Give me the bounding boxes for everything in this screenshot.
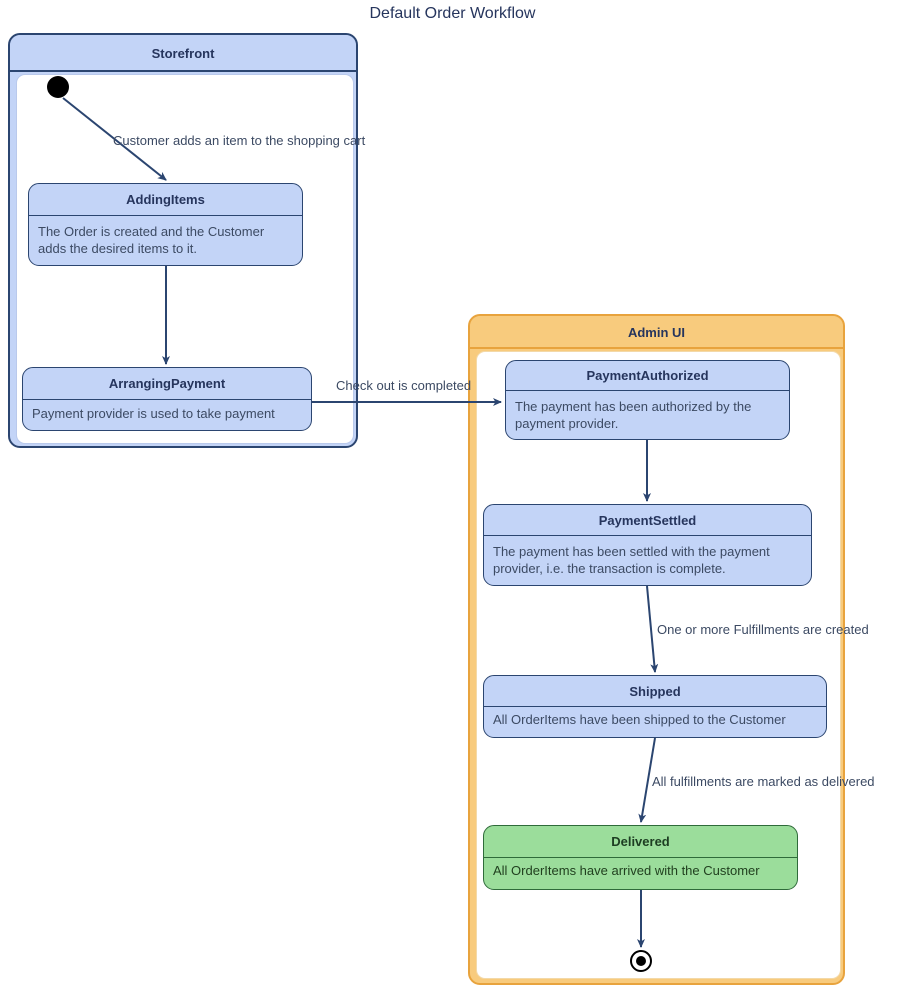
edge-label-start-to-adding-items: Customer adds an item to the shopping ca…: [113, 133, 366, 148]
composite-state-storefront-label: Storefront: [10, 35, 356, 72]
edge-label-payment-settled-to-shipped: One or more Fulfillments are created: [657, 622, 869, 637]
state-arranging-payment-name: ArrangingPayment: [23, 368, 311, 400]
state-shipped[interactable]: Shipped All OrderItems have been shipped…: [483, 675, 827, 738]
state-arranging-payment[interactable]: ArrangingPayment Payment provider is use…: [22, 367, 312, 431]
state-adding-items-description: The Order is created and the Customer ad…: [38, 224, 265, 256]
state-payment-settled-description: The payment has been settled with the pa…: [493, 544, 770, 576]
state-arranging-payment-description: Payment provider is used to take payment: [32, 406, 275, 421]
state-payment-settled[interactable]: PaymentSettled The payment has been sett…: [483, 504, 812, 586]
state-shipped-name: Shipped: [484, 676, 826, 707]
state-payment-settled-name: PaymentSettled: [484, 505, 811, 536]
edge-label-arranging-payment-to-payment-authorized: Check out is completed: [336, 378, 472, 393]
initial-state-pseudo-node: [47, 76, 69, 98]
state-payment-authorized-name: PaymentAuthorized: [506, 361, 789, 391]
edge-label-shipped-to-delivered: All fulfillments are marked as delivered: [652, 774, 875, 789]
state-delivered-name: Delivered: [484, 826, 797, 858]
state-adding-items-name: AddingItems: [29, 184, 302, 216]
state-adding-items[interactable]: AddingItems The Order is created and the…: [28, 183, 303, 266]
state-payment-authorized-description: The payment has been authorized by the p…: [515, 399, 752, 431]
composite-state-admin-ui-label: Admin UI: [470, 316, 843, 349]
state-payment-authorized[interactable]: PaymentAuthorized The payment has been a…: [505, 360, 790, 440]
state-delivered-description: All OrderItems have arrived with the Cus…: [493, 863, 760, 878]
state-delivered[interactable]: Delivered All OrderItems have arrived wi…: [483, 825, 798, 890]
diagram-title: Default Order Workflow: [369, 5, 536, 22]
final-state-pseudo-node: [630, 950, 652, 972]
state-shipped-description: All OrderItems have been shipped to the …: [493, 712, 786, 727]
